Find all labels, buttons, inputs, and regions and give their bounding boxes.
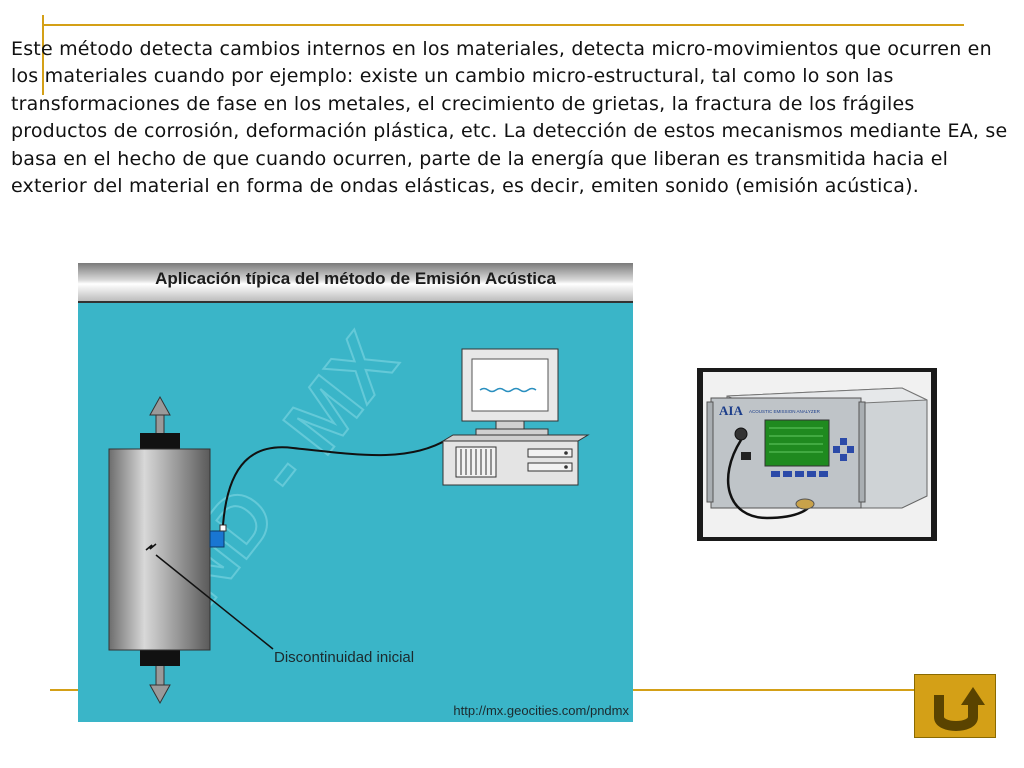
acoustic-emission-diagram: PND - MX [78, 263, 633, 722]
device-panel-label: ACOUSTIC EMISSION ANALYZER [749, 409, 821, 414]
upper-grip [140, 433, 180, 449]
discontinuity-label: Discontinuidad inicial [274, 649, 415, 666]
tension-arrow-down-icon [149, 664, 171, 705]
bottom-accent-rule-left [50, 689, 80, 691]
acoustic-emission-analyzer-photo: AIA ACOUSTIC EMISSION ANALYZER [697, 368, 937, 541]
left-accent-rule [42, 15, 44, 95]
top-accent-rule [42, 24, 964, 26]
acoustic-sensor [209, 530, 225, 548]
sensor-cable [222, 438, 449, 526]
computer-case-icon [441, 434, 590, 486]
diagram-source-url: http://mx.geocities.com/pndmx [453, 703, 629, 718]
u-turn-arrow-icon [934, 687, 985, 731]
metal-specimen [108, 448, 211, 651]
diagram-header-bar: Aplicación típica del método de Emisión … [78, 263, 633, 303]
crack-mark [145, 543, 157, 551]
computer-monitor-icon [461, 348, 559, 436]
callout-leader-line [155, 554, 274, 650]
diagram-title: Aplicación típica del método de Emisión … [155, 269, 556, 288]
device-brand-label: AIA [719, 403, 743, 418]
diagram-illustration: PND - MX [108, 316, 590, 705]
lower-grip [140, 650, 180, 666]
tension-arrow-up-icon [149, 395, 171, 436]
bottom-accent-rule-right [633, 689, 917, 691]
back-navigation-button[interactable] [914, 674, 996, 738]
slide-body-text: Este método detecta cambios internos en … [11, 38, 1008, 198]
